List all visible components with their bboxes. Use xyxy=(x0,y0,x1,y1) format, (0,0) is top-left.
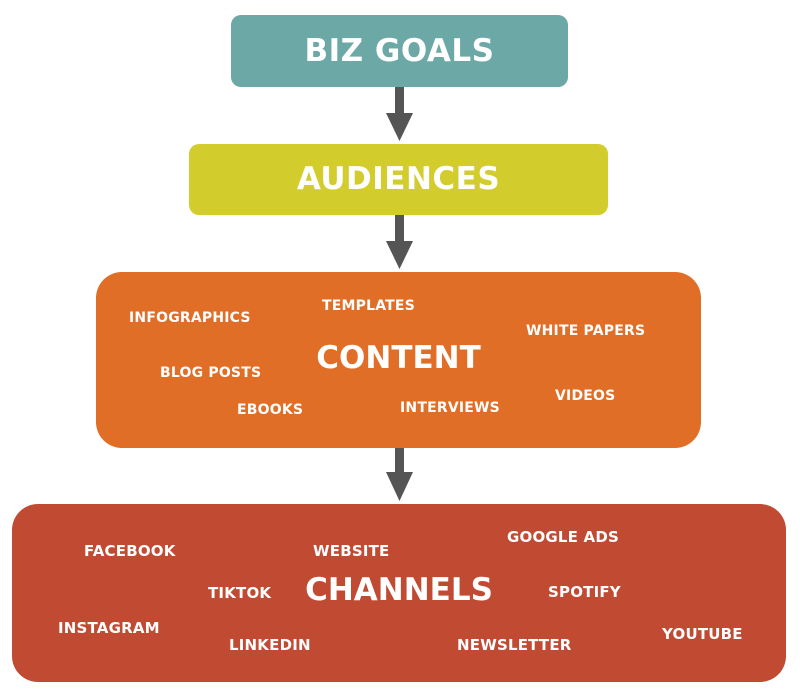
channels-box: CHANNELS FACEBOOK WEBSITE GOOGLE ADS TIK… xyxy=(12,504,786,682)
content-item-videos: VIDEOS xyxy=(555,388,616,404)
content-item-infographics: INFOGRAPHICS xyxy=(129,310,251,326)
channel-item-youtube: YOUTUBE xyxy=(662,625,743,643)
channel-item-newsletter: NEWSLETTER xyxy=(457,636,572,654)
channel-item-spotify: SPOTIFY xyxy=(548,583,621,601)
content-item-blog-posts: BLOG POSTS xyxy=(160,365,262,381)
channel-item-instagram: INSTAGRAM xyxy=(58,619,160,637)
biz-goals-box: BIZ GOALS xyxy=(231,15,568,87)
content-item-interviews: INTERVIEWS xyxy=(400,400,500,416)
content-item-templates: TEMPLATES xyxy=(322,298,415,314)
biz-goals-title: BIZ GOALS xyxy=(304,33,495,69)
content-box: CONTENT INFOGRAPHICS TEMPLATES WHITE PAP… xyxy=(96,272,701,448)
channel-item-linkedin: LINKEDIN xyxy=(229,636,311,654)
audiences-title: AUDIENCES xyxy=(296,161,501,197)
arrow-content-to-channels xyxy=(386,448,413,501)
arrow-audiences-to-content xyxy=(386,215,413,269)
content-item-white-papers: WHITE PAPERS xyxy=(526,323,646,339)
content-item-ebooks: EBOOKS xyxy=(237,402,304,418)
channel-item-website: WEBSITE xyxy=(313,542,390,560)
channel-item-facebook: FACEBOOK xyxy=(84,542,176,560)
channel-item-google-ads: GOOGLE ADS xyxy=(507,528,620,546)
channels-title: CHANNELS xyxy=(305,572,493,608)
arrow-goals-to-audiences xyxy=(386,87,413,141)
channel-item-tiktok: TIKTOK xyxy=(208,584,272,602)
content-title: CONTENT xyxy=(316,340,481,376)
audiences-box: AUDIENCES xyxy=(189,144,608,215)
